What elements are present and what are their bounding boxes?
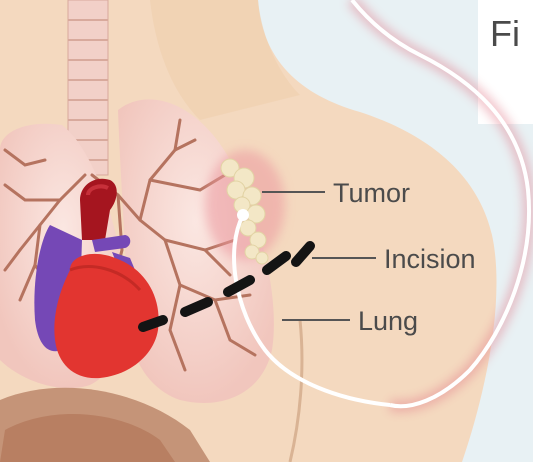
header-text: Fi xyxy=(490,13,520,54)
tumor-label: Tumor xyxy=(333,178,410,208)
lung-label: Lung xyxy=(358,306,418,336)
loop-tip xyxy=(237,209,249,221)
incision-label: Incision xyxy=(384,244,476,274)
